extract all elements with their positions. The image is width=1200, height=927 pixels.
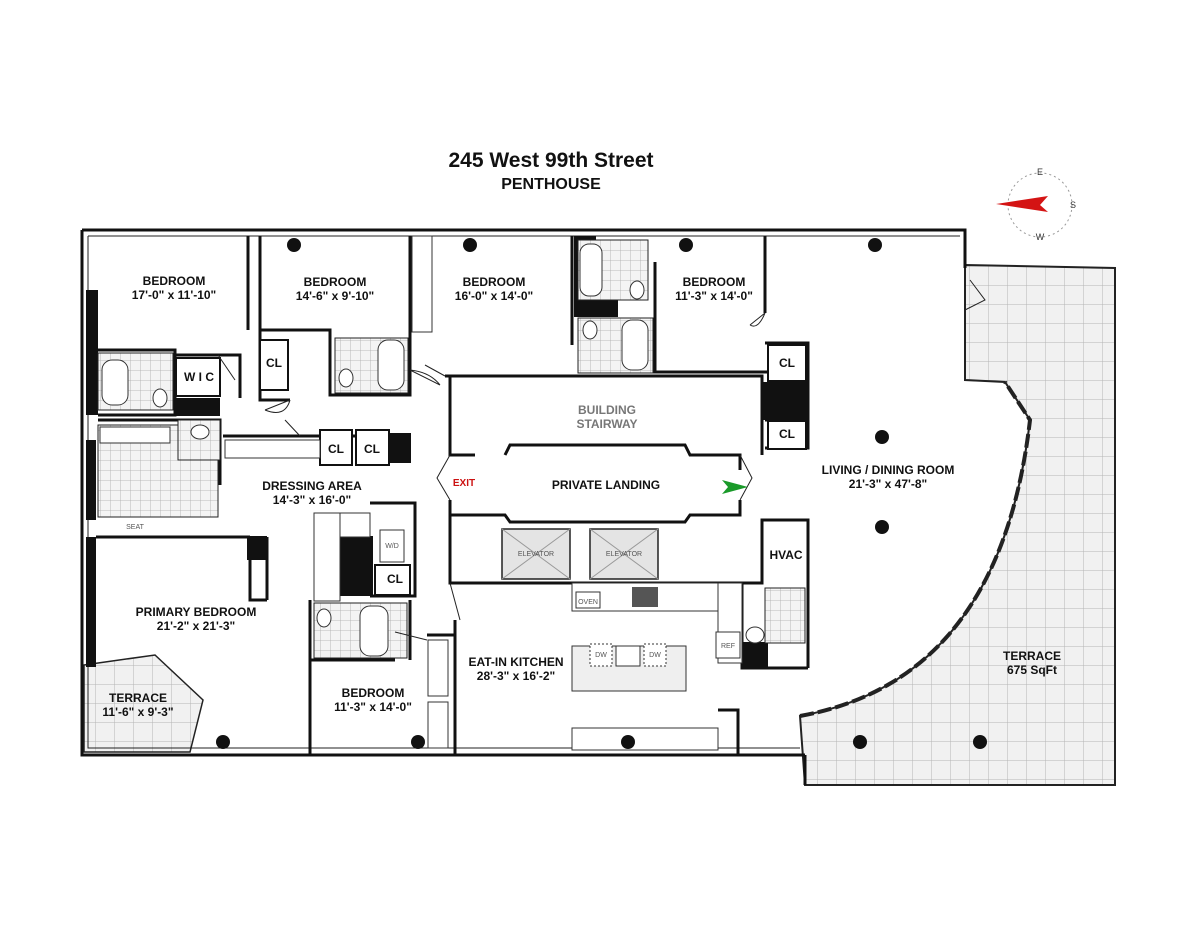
room-bedroom-1: BEDROOM 17'-0" x 11'-10" — [132, 274, 216, 302]
compass: E S W — [996, 167, 1076, 242]
page-title: 245 West 99th Street — [448, 149, 653, 172]
closet-label: CL — [364, 442, 380, 456]
room-name: TERRACE — [1003, 649, 1061, 663]
closet-label: CL — [328, 442, 344, 456]
dw-label: DW — [649, 652, 661, 659]
elevator-label: ELEVATOR — [606, 551, 642, 558]
room-dims: 11'-3" x 14'-0" — [334, 700, 412, 714]
wd-label: W/D — [385, 543, 399, 550]
private-landing-label: PRIVATE LANDING — [552, 478, 660, 492]
room-primary-bedroom: PRIMARY BEDROOM 21'-2" x 21'-3" — [136, 605, 257, 633]
compass-label-s: S — [1070, 200, 1076, 210]
room-name: BEDROOM — [463, 275, 526, 289]
bathrooms — [97, 239, 806, 659]
columns — [216, 238, 987, 749]
closet-label: CL — [387, 572, 403, 586]
room-bedroom-3: BEDROOM 16'-0" x 14'-0" — [455, 275, 533, 303]
ref-label: REF — [721, 643, 735, 650]
wic-label: W I C — [184, 370, 214, 384]
room-dims: 21'-3" x 47'-8" — [849, 477, 927, 491]
room-bedroom-2: BEDROOM 14'-6" x 9'-10" — [296, 275, 374, 303]
room-name: BEDROOM — [143, 274, 206, 288]
entry-arrow-icon — [722, 480, 748, 494]
room-name: LIVING / DINING ROOM — [822, 463, 955, 477]
room-bedroom-5: BEDROOM 11'-3" x 14'-0" — [334, 686, 412, 714]
room-name: BEDROOM — [342, 686, 405, 700]
room-terrace-small: TERRACE 11'-6" x 9'-3" — [102, 691, 173, 719]
room-dims: 14'-3" x 16'-0" — [273, 493, 351, 507]
page-subtitle: PENTHOUSE — [501, 176, 601, 193]
door-swings — [217, 279, 986, 641]
room-dressing-area: DRESSING AREA 14'-3" x 16'-0" — [262, 479, 362, 507]
closet-label: CL — [779, 356, 795, 370]
room-dims: 28'-3" x 16'-2" — [477, 669, 555, 683]
room-dims: 14'-6" x 9'-10" — [296, 289, 374, 303]
elevators — [501, 528, 659, 580]
compass-label-e: E — [1037, 167, 1043, 177]
room-dims: 11'-6" x 9'-3" — [102, 705, 173, 719]
elevator-label: ELEVATOR — [518, 551, 554, 558]
room-terrace-large: TERRACE 675 SqFt — [1003, 649, 1061, 677]
closet-label: CL — [266, 356, 282, 370]
dressing-closets — [224, 235, 433, 602]
compass-needle-icon — [996, 196, 1048, 212]
room-name: BEDROOM — [304, 275, 367, 289]
seat-label: SEAT — [126, 524, 144, 531]
closet-label: CL — [779, 427, 795, 441]
kitchen-fixtures — [427, 582, 743, 751]
exit-label: EXIT — [453, 478, 475, 489]
room-name: DRESSING AREA — [262, 479, 362, 493]
compass-label-w: W — [1036, 232, 1045, 242]
room-dims: 675 SqFt — [1007, 663, 1057, 677]
terrace-large — [798, 263, 1116, 786]
room-dims: 16'-0" x 14'-0" — [455, 289, 533, 303]
room-dims: 11'-3" x 14'-0" — [675, 289, 753, 303]
room-name: PRIMARY BEDROOM — [136, 605, 257, 619]
room-bedroom-4: BEDROOM 11'-3" x 14'-0" — [675, 275, 753, 303]
room-kitchen: EAT-IN KITCHEN 28'-3" x 16'-2" — [468, 655, 563, 683]
room-dims: 21'-2" x 21'-3" — [157, 619, 235, 633]
room-dims: 17'-0" x 11'-10" — [132, 288, 216, 302]
closets — [175, 339, 807, 596]
terrace-small — [83, 654, 204, 753]
room-name: BEDROOM — [683, 275, 746, 289]
hvac-label: HVAC — [769, 548, 802, 562]
stairway-label-1: BUILDING — [578, 403, 636, 417]
room-name: EAT-IN KITCHEN — [468, 655, 563, 669]
room-name: TERRACE — [109, 691, 167, 705]
room-living-dining: LIVING / DINING ROOM 21'-3" x 47'-8" — [822, 463, 955, 491]
oven-label: OVEN — [578, 599, 598, 606]
stairway-label-2: STAIRWAY — [576, 417, 637, 431]
dw-label: DW — [595, 652, 607, 659]
outer-walls — [80, 228, 967, 785]
